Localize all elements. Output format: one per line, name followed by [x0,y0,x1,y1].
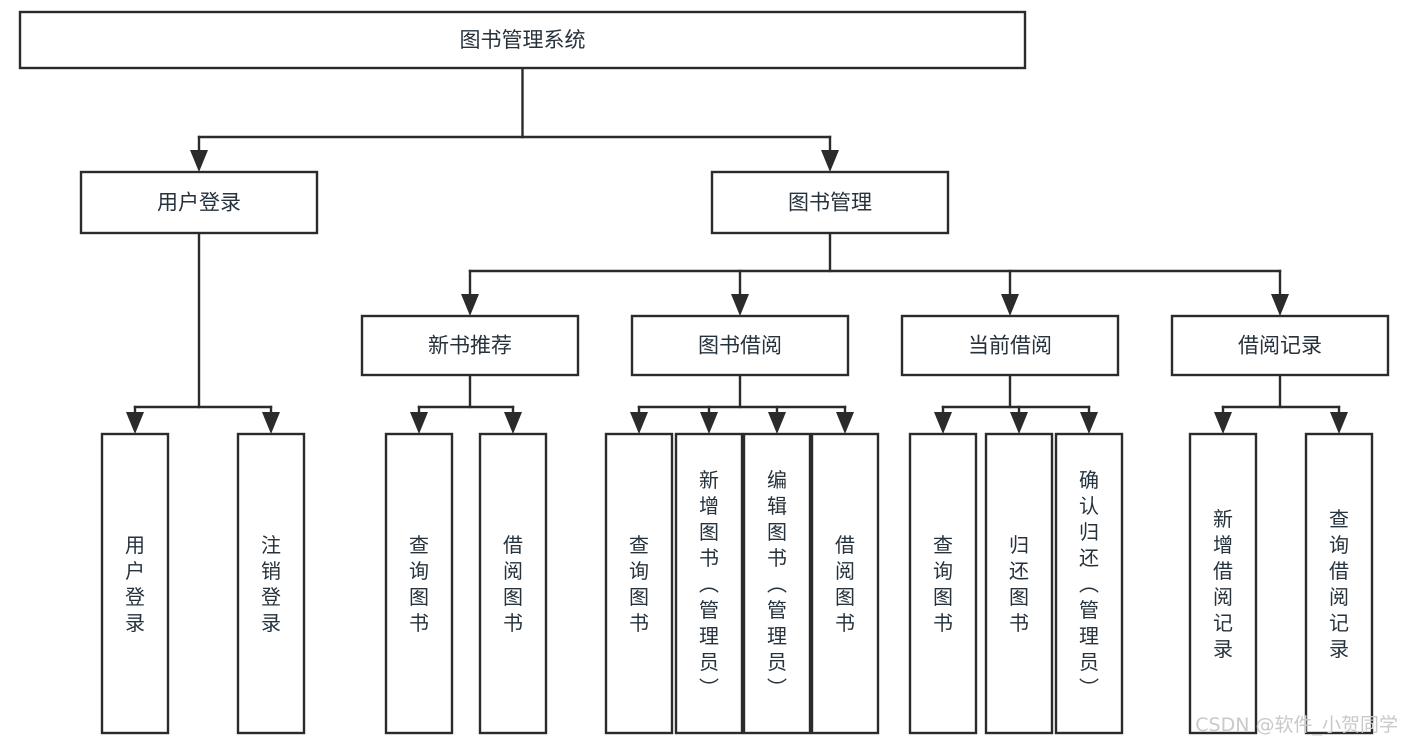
node-box-current-borrow[interactable] [900,314,1120,377]
node-book-borrow[interactable]: 图书借阅 [630,314,850,377]
node-label-leaf-query-borrow-record: 查询借阅记录 [1329,507,1349,661]
arrow-head-icon-borrow-records [1271,294,1289,316]
node-label-user-login: 用户登录 [157,191,241,215]
node-leaf-query-book-borrow[interactable]: 查询图书 [604,432,674,735]
node-borrow-records[interactable]: 借阅记录 [1170,314,1390,377]
node-leaf-user-login[interactable]: 用户登录 [100,432,170,735]
node-label-leaf-add-book: 新增图书︵管理员︶ [699,468,719,700]
node-root[interactable]: 图书管理系统 [18,10,1027,70]
node-box-book-management[interactable] [710,170,950,235]
node-label-leaf-borrow-book-recommend: 借阅图书 [503,533,523,635]
arrow-head-icon-leaf-edit-book [768,412,786,434]
node-label-book-management: 图书管理 [788,191,872,215]
node-box-leaf-user-login[interactable] [100,432,170,735]
node-label-leaf-edit-book: 编辑图书︵管理员︶ [767,468,787,700]
node-label-new-book-recommend: 新书推荐 [428,334,512,358]
node-label-leaf-query-book-current: 查询图书 [933,533,953,635]
node-label-current-borrow: 当前借阅 [968,334,1052,358]
nodes-layer: 图书管理系统用户登录图书管理新书推荐图书借阅当前借阅借阅记录用户登录注销登录查询… [18,10,1390,735]
arrow-head-icon-new-book-recommend [461,294,479,316]
csdn-watermark: CSDN @软件_小贺同学 [1195,714,1398,736]
node-leaf-query-borrow-record[interactable]: 查询借阅记录 [1304,432,1374,735]
arrow-head-icon-leaf-query-book-borrow [630,412,648,434]
node-box-leaf-logout-login[interactable] [236,432,306,735]
node-box-root[interactable] [18,10,1027,70]
node-label-leaf-logout-login: 注销登录 [261,533,281,635]
node-label-leaf-user-login: 用户登录 [125,533,145,635]
node-box-leaf-add-book[interactable] [674,432,744,735]
arrow-head-icon-leaf-confirm-return [1080,412,1098,434]
arrow-head-icon-leaf-user-login [126,412,144,434]
node-box-leaf-borrow-book-recommend[interactable] [478,432,548,735]
node-leaf-borrow-book[interactable]: 借阅图书 [810,432,880,735]
arrow-head-icon-leaf-add-book [700,412,718,434]
node-leaf-query-book-current[interactable]: 查询图书 [908,432,978,735]
node-box-leaf-edit-book[interactable] [742,432,812,735]
arrow-head-icon-leaf-query-borrow-record [1330,412,1348,434]
node-box-leaf-return-book[interactable] [984,432,1054,735]
arrow-head-icon-leaf-return-book [1010,412,1028,434]
node-label-leaf-add-borrow-record: 新增借阅记录 [1213,507,1233,661]
node-leaf-add-book[interactable]: 新增图书︵管理员︶ [674,432,744,735]
node-leaf-confirm-return[interactable]: 确认归还︵管理员︶ [1054,432,1124,735]
node-label-root: 图书管理系统 [460,28,586,52]
node-leaf-logout-login[interactable]: 注销登录 [236,432,306,735]
node-label-leaf-return-book: 归还图书 [1009,533,1029,635]
node-book-management[interactable]: 图书管理 [710,170,950,235]
arrow-head-icon-leaf-query-book-current [934,412,952,434]
node-current-borrow[interactable]: 当前借阅 [900,314,1120,377]
arrow-head-icon-leaf-logout-login [262,412,280,434]
arrow-head-icon-leaf-query-book-recommend [410,412,428,434]
node-box-leaf-query-borrow-record[interactable] [1304,432,1374,735]
node-new-book-recommend[interactable]: 新书推荐 [360,314,580,377]
arrow-head-icon-leaf-add-borrow-record [1214,412,1232,434]
arrow-head-icon-book-management [821,150,839,172]
arrow-head-icon-user-login [190,150,208,172]
node-label-leaf-query-book-recommend: 查询图书 [409,533,429,635]
node-leaf-return-book[interactable]: 归还图书 [984,432,1054,735]
node-box-user-login[interactable] [79,170,319,235]
arrow-head-icon-book-borrow [731,294,749,316]
node-box-book-borrow[interactable] [630,314,850,377]
node-box-new-book-recommend[interactable] [360,314,580,377]
node-box-leaf-confirm-return[interactable] [1054,432,1124,735]
arrow-head-icon-leaf-borrow-book [836,412,854,434]
arrow-head-icon-leaf-borrow-book-recommend [504,412,522,434]
node-box-borrow-records[interactable] [1170,314,1390,377]
node-box-leaf-query-book-borrow[interactable] [604,432,674,735]
node-leaf-borrow-book-recommend[interactable]: 借阅图书 [478,432,548,735]
node-box-leaf-add-borrow-record[interactable] [1188,432,1258,735]
connectors-layer [126,66,1348,434]
node-leaf-query-book-recommend[interactable]: 查询图书 [384,432,454,735]
node-user-login[interactable]: 用户登录 [79,170,319,235]
node-label-leaf-confirm-return: 确认归还︵管理员︶ [1079,468,1099,700]
node-leaf-add-borrow-record[interactable]: 新增借阅记录 [1188,432,1258,735]
node-box-leaf-query-book-current[interactable] [908,432,978,735]
node-label-borrow-records: 借阅记录 [1238,334,1322,358]
node-label-leaf-borrow-book: 借阅图书 [835,533,855,635]
node-box-leaf-borrow-book[interactable] [810,432,880,735]
node-leaf-edit-book[interactable]: 编辑图书︵管理员︶ [742,432,812,735]
node-label-leaf-query-book-borrow: 查询图书 [629,533,649,635]
node-label-book-borrow: 图书借阅 [698,334,782,358]
arrow-head-icon-current-borrow [1001,294,1019,316]
node-box-leaf-query-book-recommend[interactable] [384,432,454,735]
